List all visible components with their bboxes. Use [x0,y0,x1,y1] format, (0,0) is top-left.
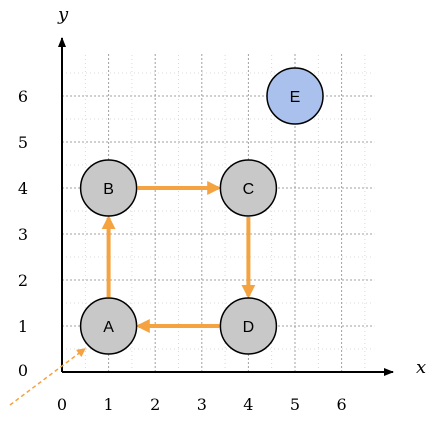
node-circle [79,297,138,355]
y-tick-labels: 0 1 2 3 4 5 6 [18,87,28,380]
x-tick-label: 1 [104,395,114,414]
x-tick-label: 6 [337,395,347,414]
x-tick-label: 5 [290,395,300,414]
x-tick-label: 4 [243,395,253,414]
y-tick-label: 0 [18,361,28,380]
x-tick-label: 2 [150,395,160,414]
x-tick-label: 3 [197,395,207,414]
node-label: C [243,181,255,198]
node-circle [266,67,324,125]
y-tick-label: 5 [18,133,28,152]
y-tick-label: 2 [18,271,28,290]
node-label: E [290,89,301,106]
y-tick-label: 6 [18,87,28,106]
x-tick-label: 0 [57,395,67,414]
edges [9,181,256,406]
node-circle [219,297,278,355]
node-circle [79,159,138,217]
y-tick-label: 1 [18,317,28,336]
node-label: B [103,181,114,198]
start-pointer-arrow [9,348,86,406]
y-tick-label: 4 [18,179,28,198]
node-c: C [219,159,278,217]
node-a: A [79,297,138,355]
node-b: B [79,159,138,217]
nodes: A B C D E [79,67,324,355]
y-axis-label: y [57,4,69,25]
node-d: D [219,297,278,355]
x-axis-label: x [416,357,426,378]
x-tick-labels: 0 1 2 3 4 5 6 [57,395,347,414]
node-label: A [103,319,114,336]
y-tick-label: 3 [18,225,28,244]
node-circle [219,159,278,217]
node-label: D [243,319,255,336]
node-e: E [266,67,324,125]
